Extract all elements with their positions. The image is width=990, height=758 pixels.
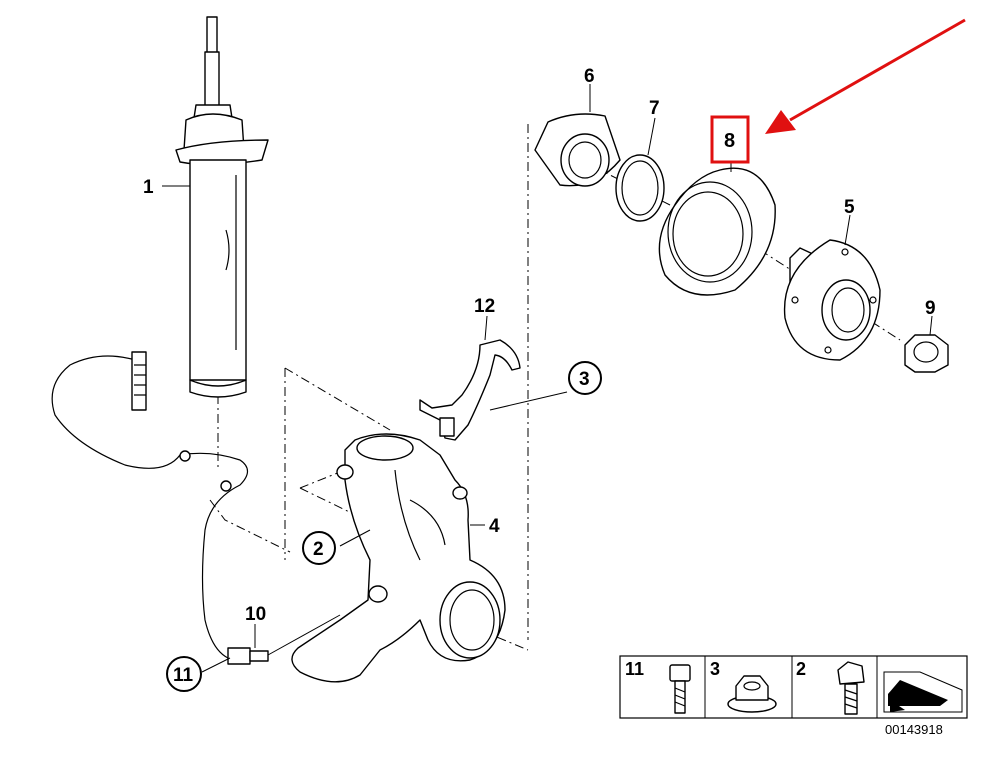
flange-nut-icon: [727, 675, 777, 713]
legend-item-11: 11: [625, 659, 644, 679]
callout-11-circle: [166, 656, 202, 692]
hex-bolt-icon: [837, 661, 865, 715]
legend-item-2: 2: [796, 659, 806, 679]
wheel-bearing: [534, 113, 621, 187]
sensor-bracket: [419, 339, 521, 441]
callout-9: 9: [925, 298, 936, 319]
callout-11: 11: [173, 665, 194, 686]
leader-lines: [162, 84, 933, 673]
callout-2: 2: [313, 539, 324, 560]
direction-arrow-icon: [883, 671, 963, 713]
callout-4: 4: [489, 516, 500, 537]
callout-5: 5: [844, 197, 855, 218]
callout-7: 7: [649, 98, 660, 119]
callout-3: 3: [579, 369, 590, 390]
callout-3-circle: [568, 361, 602, 395]
callouts: 1 6 7 8 5 9 12 4 10 3 2 11: [143, 66, 936, 692]
strut-assembly: [175, 16, 269, 398]
callout-12: 12: [474, 296, 495, 317]
diagram-code: 00143918: [885, 722, 943, 737]
callout-8-highlight-box: [710, 115, 750, 164]
highlight-arrow: [765, 18, 966, 134]
legend-item-3: 3: [710, 659, 720, 679]
fastener-legend: 11 3 2 00143918: [619, 655, 968, 737]
wheel-hub: [783, 239, 881, 361]
sensor-cable: [51, 351, 269, 665]
callout-2-circle: [302, 531, 336, 565]
callout-6: 6: [584, 66, 595, 87]
circlip: [615, 154, 665, 222]
steering-knuckle: [291, 433, 506, 683]
socket-head-screw-icon: [669, 664, 691, 714]
callout-1: 1: [143, 177, 154, 198]
assembly-lines: [209, 124, 901, 651]
callout-10: 10: [245, 604, 266, 625]
collar-nut: [904, 334, 949, 373]
protection-shield: [658, 167, 776, 296]
callout-8: 8: [724, 130, 735, 152]
